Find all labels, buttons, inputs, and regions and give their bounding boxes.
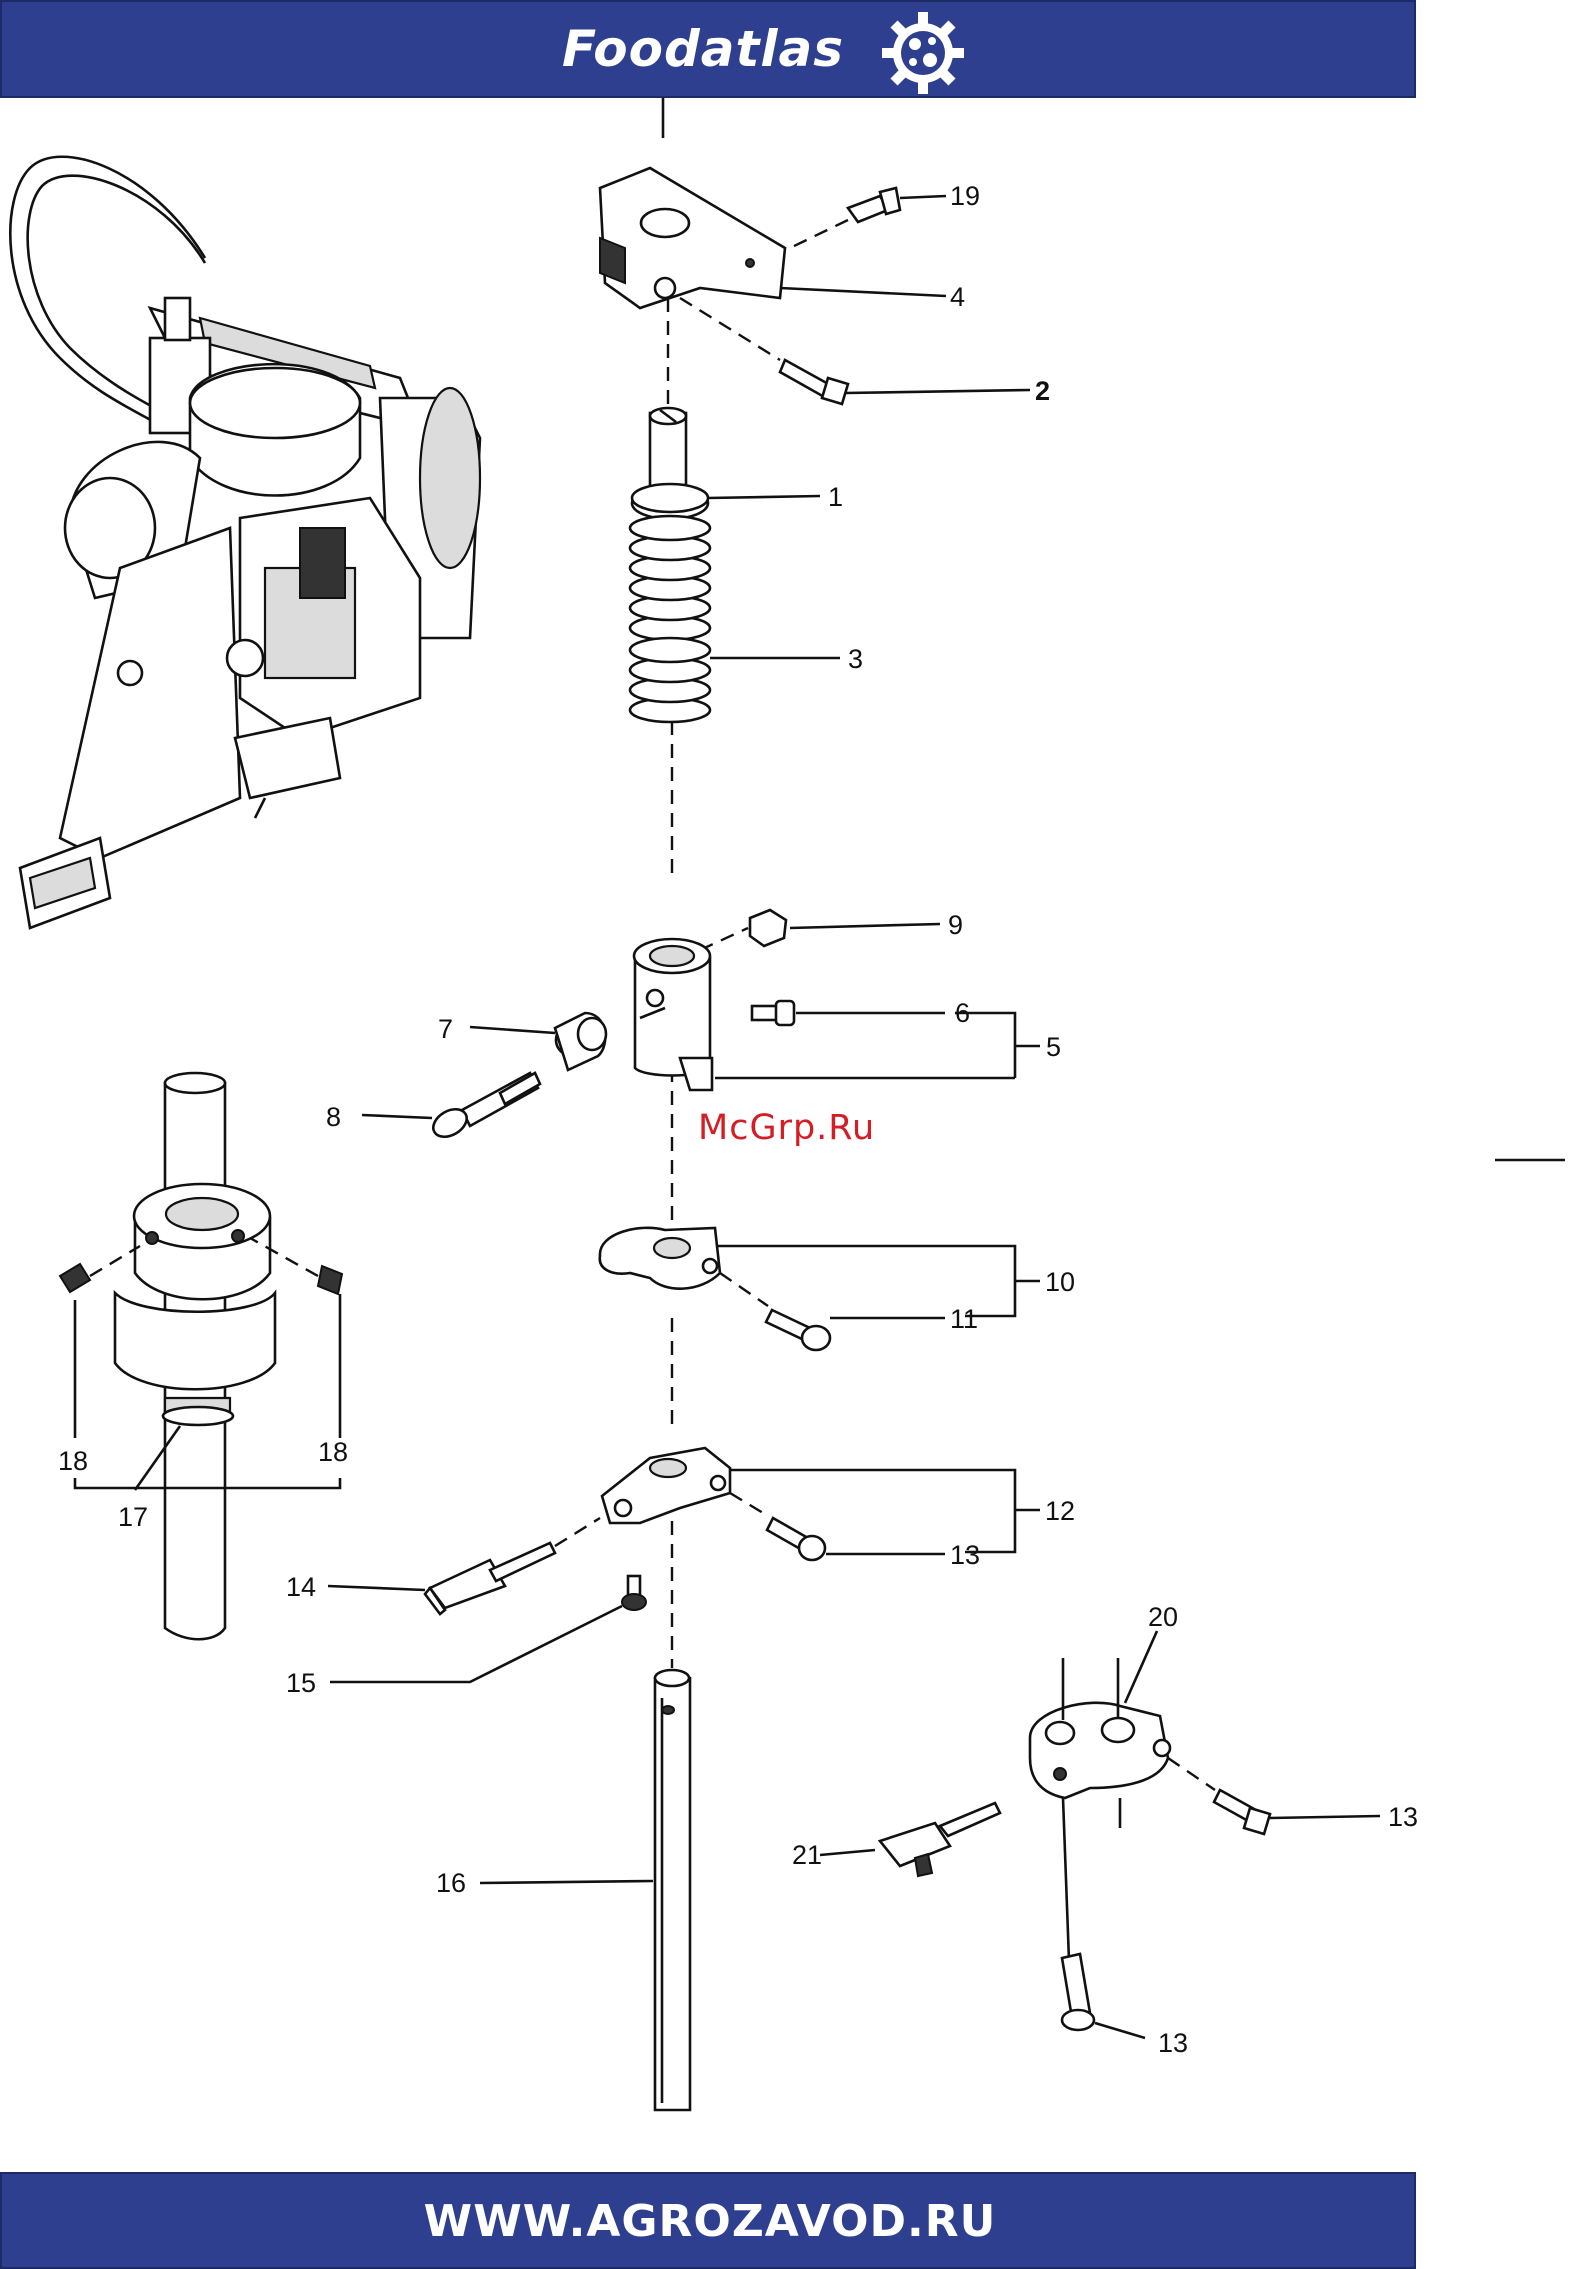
part-13-screw-bottom xyxy=(1062,1954,1094,2030)
header-banner: Foodatlas xyxy=(0,0,1416,98)
callout-1: 1 xyxy=(828,482,843,512)
callout-15: 15 xyxy=(286,1668,316,1698)
callout-18-left: 18 xyxy=(58,1446,88,1476)
part-10-clamp xyxy=(600,1228,720,1289)
site-url[interactable]: WWW.AGROZAVOD.RU xyxy=(2,2196,1418,2247)
part-2-screw xyxy=(680,298,848,404)
callout-11: 11 xyxy=(950,1304,978,1334)
part-3-spring xyxy=(630,516,710,722)
part-12-clamp xyxy=(602,1448,730,1523)
callout-9: 9 xyxy=(948,910,963,940)
part-15-screw xyxy=(622,1576,646,1610)
part-4-bracket xyxy=(600,168,785,308)
callout-13: 13 xyxy=(950,1540,980,1570)
brand-name: Foodatlas xyxy=(562,20,844,78)
callout-13-right: 13 xyxy=(1388,1802,1418,1832)
callout-4: 4 xyxy=(950,282,965,312)
callout-12: 12 xyxy=(1045,1496,1075,1526)
callout-6: 6 xyxy=(955,998,970,1028)
callout-10: 10 xyxy=(1045,1267,1075,1297)
callout-19: 19 xyxy=(950,181,980,211)
part-1-spring-seat xyxy=(632,408,708,519)
callout-18-right: 18 xyxy=(318,1437,348,1467)
part-19-screw xyxy=(790,188,900,248)
clamp-20-detail xyxy=(1030,1658,1170,1988)
callout-20: 20 xyxy=(1148,1602,1178,1632)
callout-7: 7 xyxy=(438,1014,453,1044)
callout-13-bottom: 13 xyxy=(1158,2028,1188,2058)
part-6-screw xyxy=(752,1001,794,1025)
gear-globe-icon xyxy=(880,10,966,96)
footer-banner: WWW.AGROZAVOD.RU xyxy=(0,2172,1416,2269)
sewing-machine-illustration xyxy=(10,157,480,928)
callout-21: 21 xyxy=(792,1840,822,1870)
callout-3: 3 xyxy=(848,644,863,674)
callout-8: 8 xyxy=(326,1102,341,1132)
part-13-screw-right xyxy=(1168,1758,1270,1834)
callout-5: 5 xyxy=(1046,1032,1061,1062)
part-11-screw xyxy=(720,1273,830,1350)
callout-2: 2 xyxy=(1035,376,1050,406)
part-5-guide-body xyxy=(634,939,712,1090)
part-7-bushing xyxy=(555,1013,606,1070)
callout-16: 16 xyxy=(436,1868,466,1898)
part-21-fork xyxy=(880,1803,1000,1876)
part-14-pin xyxy=(425,1518,600,1614)
part-16-shaft xyxy=(655,1670,690,2110)
callout-14: 14 xyxy=(286,1572,316,1602)
part-8-shoulder-screw xyxy=(428,1073,540,1142)
callout-17: 17 xyxy=(118,1502,148,1532)
part-13-screw xyxy=(730,1493,825,1560)
part-9-nut xyxy=(750,910,786,946)
collar-detail-illustration xyxy=(60,1073,342,1639)
watermark: McGrp.Ru xyxy=(698,1108,875,1148)
